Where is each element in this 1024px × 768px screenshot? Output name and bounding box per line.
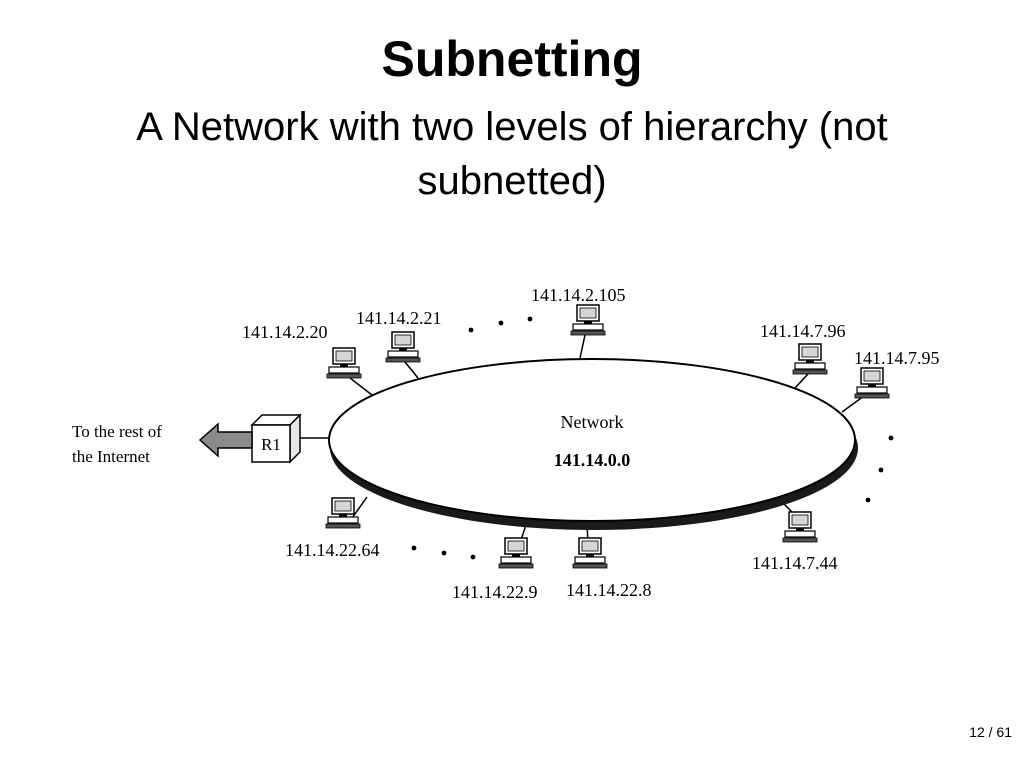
computer-icon xyxy=(498,537,534,569)
host-label: 141.14.2.105 xyxy=(531,285,626,305)
network-label: Network xyxy=(561,412,624,432)
computer-icon xyxy=(326,347,362,379)
slide-subtitle: A Network with two levels of hierarchy (… xyxy=(136,105,888,203)
host-label: 141.14.2.20 xyxy=(242,322,328,342)
arrow-left-icon xyxy=(198,422,253,458)
router-r1 xyxy=(250,413,302,464)
slide-title: Subnetting xyxy=(381,31,643,87)
host-label: 141.14.2.21 xyxy=(356,308,442,328)
computer-icon xyxy=(792,343,828,375)
host-links xyxy=(300,334,865,544)
computer-icon xyxy=(854,367,890,399)
network-ellipse xyxy=(328,358,858,530)
host-label: 141.14.7.44 xyxy=(752,553,838,573)
computer-icon xyxy=(570,304,606,336)
internet-label-line2: the Internet xyxy=(72,447,150,466)
computer-icon xyxy=(385,331,421,363)
computer-icon xyxy=(572,537,608,569)
computer-icon xyxy=(782,511,818,543)
router-label: R1 xyxy=(261,435,281,454)
network-address: 141.14.0.0 xyxy=(554,450,631,470)
host-label: 141.14.7.96 xyxy=(760,321,846,341)
host-label: 141.14.22.64 xyxy=(285,540,380,560)
ellipsis-dots xyxy=(411,316,894,560)
host-label: 141.14.7.95 xyxy=(854,348,940,368)
internet-label-line1: To the rest of xyxy=(72,422,162,441)
host-label: 141.14.22.8 xyxy=(566,580,652,600)
page-number: 12 / 61 xyxy=(969,724,1012,740)
host-label: 141.14.22.9 xyxy=(452,582,538,602)
